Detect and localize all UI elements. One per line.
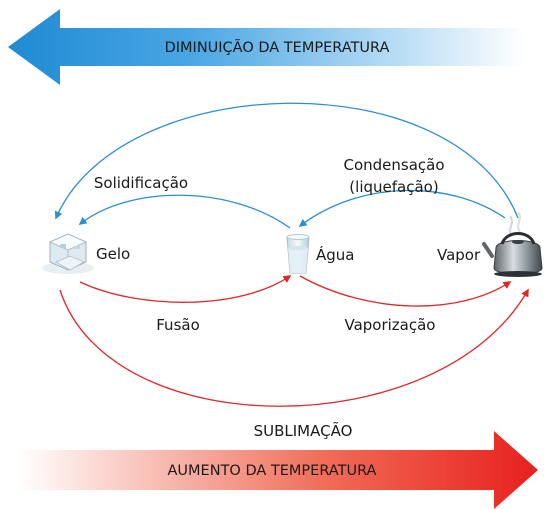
fusion-label: Fusão <box>156 316 200 334</box>
vaporization-label: Vaporização <box>344 316 435 334</box>
cooling-banner-arrow <box>8 9 526 85</box>
fusion-arrow <box>79 275 292 303</box>
liquefaction-label: (liquefação) <box>349 178 438 196</box>
water-label: Água <box>316 245 354 264</box>
outer-cooling-arc <box>54 102 519 220</box>
heating-banner-arrow <box>18 431 538 509</box>
sublimation-label: SUBLIMAÇÃO <box>254 421 353 440</box>
sublimation-arc <box>59 288 529 407</box>
ice-cubes-icon <box>42 233 94 274</box>
condensation-arrow <box>298 189 506 227</box>
condensation-label: Condensação <box>343 156 444 174</box>
cooling-banner: DIMINUIÇÃO DA TEMPERATURA <box>8 9 526 85</box>
glass-of-water-icon <box>286 234 310 274</box>
vaporization-arrow <box>299 275 512 307</box>
heating-banner: AUMENTO DA TEMPERATURA <box>18 431 538 509</box>
steaming-kettle-icon <box>482 211 543 277</box>
ice-label: Gelo <box>96 245 130 263</box>
vapor-label: Vapor <box>437 246 481 264</box>
solidification-arrow <box>78 194 291 229</box>
heating-banner-label: AUMENTO DA TEMPERATURA <box>168 463 377 479</box>
cooling-banner-label: DIMINUIÇÃO DA TEMPERATURA <box>165 39 390 56</box>
solidification-label: Solidificação <box>94 174 188 192</box>
